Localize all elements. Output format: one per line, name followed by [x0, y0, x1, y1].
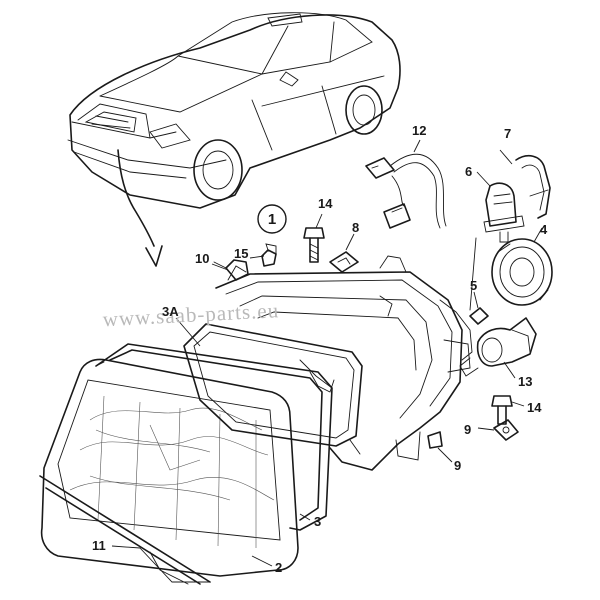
- callout-5: 5: [470, 278, 477, 293]
- callout-1: 1: [268, 211, 276, 228]
- car-illustration: [67, 12, 401, 267]
- part-5-clip: [469, 307, 489, 325]
- callout-4: 4: [540, 222, 548, 237]
- part-14-screw-lower: [491, 395, 513, 425]
- part-2-headlamp-lens: [40, 358, 299, 577]
- part-8-clip: [329, 251, 359, 273]
- part-3a-reflector-frame: [183, 323, 363, 447]
- callout-3a: 3A: [162, 304, 179, 319]
- leader-lines: [111, 139, 543, 567]
- part-13-levelling-motor: [459, 317, 537, 377]
- part-14-screw-top: [303, 227, 325, 263]
- callout-9-lower: 9: [454, 458, 461, 473]
- housing: [215, 255, 473, 471]
- callout-8: 8: [352, 220, 359, 235]
- callout-11: 11: [92, 538, 106, 553]
- part-9-clip-b: [427, 431, 443, 449]
- part-7-spring-clip: [515, 154, 551, 219]
- callout-6: 6: [465, 164, 472, 179]
- callout-2: 2: [275, 560, 282, 575]
- part-6-bulb: [469, 182, 525, 311]
- part-4-cover-cap: [491, 238, 553, 306]
- watermark-text: www.saab-parts.eu: [102, 298, 280, 331]
- callout-12: 12: [412, 123, 426, 138]
- callout-7: 7: [504, 126, 511, 141]
- callout-14-lower: 14: [527, 400, 542, 415]
- callout-10: 10: [195, 251, 209, 266]
- callout-13: 13: [518, 374, 532, 389]
- part-11-seal-strip: [39, 475, 211, 585]
- callout-1-circled: 1: [257, 204, 287, 234]
- part-10-bracket: [213, 259, 249, 281]
- part-9-clip-a: [493, 419, 519, 441]
- callout-14-top: 14: [318, 196, 333, 211]
- callout-9-right: 9: [464, 422, 471, 437]
- part-15-clip: [261, 243, 277, 267]
- callout-15: 15: [234, 246, 248, 261]
- callout-3: 3: [314, 514, 321, 529]
- part-12-wiring-harness: [365, 153, 447, 229]
